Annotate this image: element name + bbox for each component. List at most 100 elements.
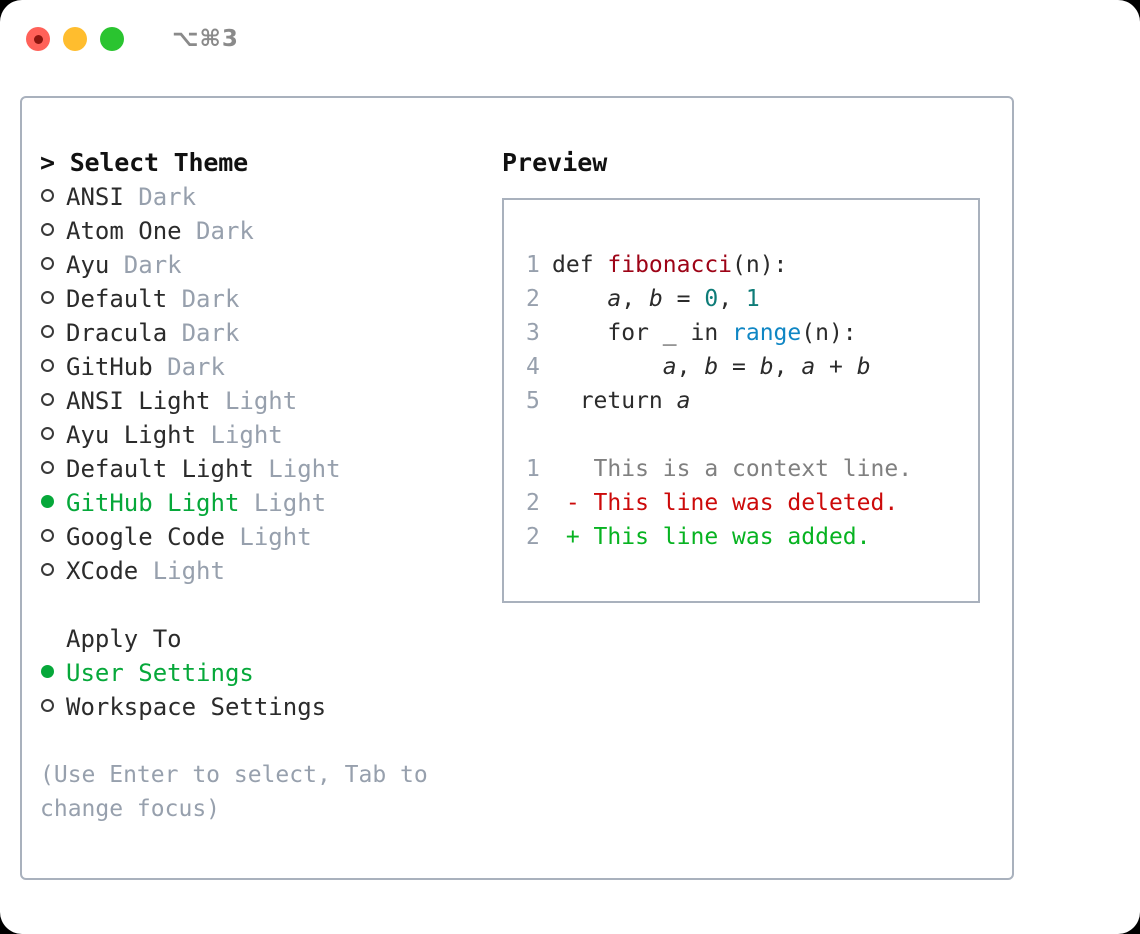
code-token: b (704, 354, 719, 380)
title-bar: ⌥⌘3 (0, 0, 1140, 78)
line-number: 1 (526, 456, 540, 482)
diff-sample: 1 This is a context line. 2 - This line w… (526, 452, 978, 554)
keyboard-hint-text: (Use Enter to select, Tab to change focu… (40, 762, 428, 822)
diff-text: This is a context line. (579, 456, 913, 482)
code-token: b (856, 354, 871, 380)
theme-row[interactable]: Default Light Light (40, 452, 502, 486)
theme-variant-label: Light (239, 523, 312, 551)
zoom-button[interactable] (100, 27, 124, 51)
diff-line: 1 This is a context line. (526, 452, 978, 486)
code-token: (n): (732, 252, 788, 278)
theme-name-label: Google Code (66, 523, 240, 551)
code-token: fibonacci (607, 252, 733, 278)
code-line: 5 return a (526, 384, 978, 418)
code-line: 1 def fibonacci(n): (526, 248, 978, 282)
theme-row[interactable]: Default Dark (40, 282, 502, 316)
theme-row[interactable]: Ayu Light Light (40, 418, 502, 452)
theme-variant-label: Light (253, 489, 327, 517)
code-token: def (552, 252, 608, 278)
theme-name-label: GitHub (66, 353, 168, 381)
theme-row[interactable]: Dracula Dark (40, 316, 502, 350)
line-number: 3 (526, 320, 540, 346)
code-token (552, 354, 663, 380)
theme-name-label: XCode (66, 557, 153, 585)
code-token: = (662, 286, 705, 312)
line-number: 5 (526, 388, 540, 414)
code-token: , (773, 354, 802, 380)
code-token: return (552, 388, 677, 414)
theme-row[interactable]: Atom One Dark (40, 214, 502, 248)
theme-name-label: Ayu (66, 251, 124, 279)
apply-to-heading: Apply To (66, 625, 182, 653)
spacer (526, 418, 978, 452)
theme-variant-label: Light (224, 387, 298, 415)
code-line: 3 for _ in range(n): (526, 316, 978, 350)
code-token: a (801, 354, 816, 380)
line-number: 2 (526, 524, 540, 550)
code-token: + (815, 354, 857, 380)
line-number: 2 (526, 286, 540, 312)
theme-variant-label: Light (268, 455, 341, 483)
code-token (552, 286, 607, 312)
apply-to-label: User Settings (66, 659, 254, 687)
code-token: a (662, 354, 677, 380)
preview-heading: Preview (502, 148, 608, 177)
theme-variant-label: Dark (181, 319, 240, 347)
theme-variant-label: Dark (123, 251, 182, 279)
close-button[interactable] (26, 27, 50, 51)
diff-sign (552, 456, 580, 482)
code-token: range (732, 320, 802, 346)
diff-line: 2 + This line was added. (526, 520, 978, 554)
select-theme-heading: > Select Theme (40, 148, 248, 177)
theme-name-label: Dracula (66, 319, 182, 347)
code-token: a (676, 388, 691, 414)
diff-sign: - (552, 490, 580, 516)
code-token: b (759, 354, 774, 380)
diff-text: This line was added. (579, 524, 871, 550)
code-line: 2 a, b = 0, 1 (526, 282, 978, 316)
code-token: b (648, 286, 663, 312)
theme-row[interactable]: ANSI Dark (40, 180, 502, 214)
line-number: 4 (526, 354, 540, 380)
theme-row[interactable]: ANSI Light Light (40, 384, 502, 418)
theme-variant-label: Dark (167, 353, 225, 381)
code-token: , (621, 286, 649, 312)
theme-name-label: GitHub Light (66, 489, 254, 517)
diff-text: This line was deleted. (579, 490, 899, 516)
code-token: , (718, 286, 746, 312)
line-number: 1 (526, 252, 540, 278)
code-token: 0 (704, 286, 719, 312)
theme-variant-label: Dark (138, 183, 197, 211)
code-token: a (607, 286, 622, 312)
apply-to-row[interactable]: User Settings (40, 656, 502, 690)
theme-variant-label: Dark (181, 285, 240, 313)
code-token: = (718, 354, 760, 380)
theme-name-label: Ayu Light (66, 421, 211, 449)
apply-to-label: Workspace Settings (66, 693, 327, 721)
keyboard-shortcut-label: ⌥⌘3 (172, 26, 239, 52)
code-token: for _ in (552, 320, 733, 346)
apply-to-row[interactable]: Workspace Settings (40, 690, 502, 724)
traffic-lights (26, 27, 124, 51)
code-token: , (676, 354, 705, 380)
code-token: 1 (745, 286, 760, 312)
theme-name-label: Default Light (66, 455, 269, 483)
theme-row[interactable]: GitHub Dark (40, 350, 502, 384)
theme-name-label: ANSI (66, 183, 139, 211)
theme-variant-label: Light (152, 557, 225, 585)
theme-row[interactable]: Ayu Dark (40, 248, 502, 282)
minimize-button[interactable] (63, 27, 87, 51)
theme-row[interactable]: Google Code Light (40, 520, 502, 554)
theme-name-label: Atom One (66, 217, 197, 245)
theme-row[interactable]: XCode Light (40, 554, 502, 588)
theme-row[interactable]: GitHub Light Light (40, 486, 502, 520)
theme-name-label: Default (66, 285, 182, 313)
line-number: 2 (526, 490, 540, 516)
